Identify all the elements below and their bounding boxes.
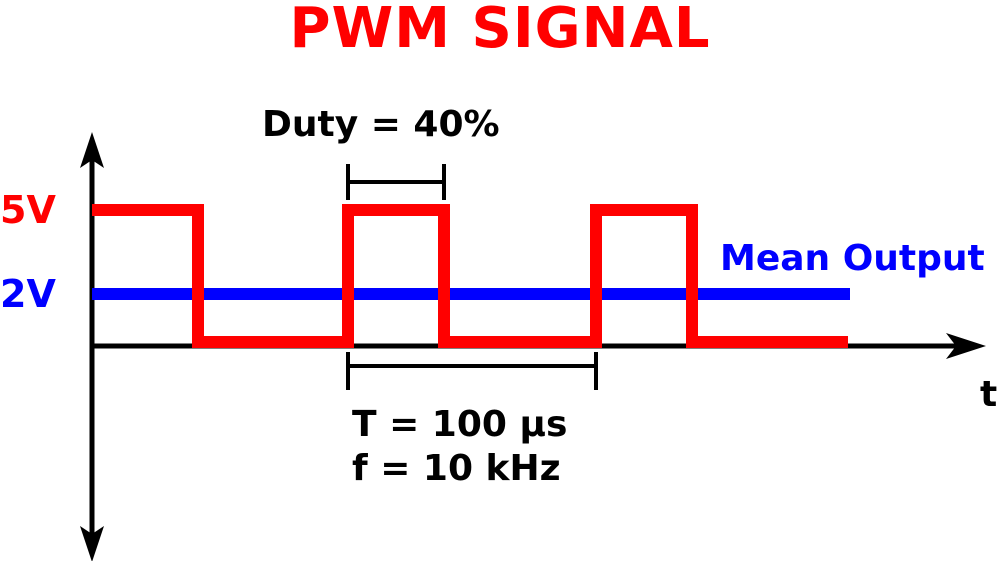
time-axis-arrow <box>946 333 986 359</box>
period-label: T = 100 µs <box>352 404 568 445</box>
voltage-axis-up-arrow <box>80 132 104 168</box>
diagram-title: PWM SIGNAL <box>289 0 711 61</box>
pwm-signal-waveform <box>92 204 848 348</box>
duty-bracket <box>346 164 446 200</box>
time-axis-label: t <box>980 374 998 415</box>
high-voltage-label: 5V <box>0 188 56 232</box>
frequency-label: f = 10 kHz <box>352 448 561 489</box>
voltage-axis-down-arrow <box>80 526 104 561</box>
mean-voltage-label: 2V <box>0 272 56 316</box>
period-bracket <box>346 352 598 390</box>
duty-cycle-label: Duty = 40% <box>262 104 500 145</box>
mean-output-label: Mean Output <box>720 238 985 279</box>
